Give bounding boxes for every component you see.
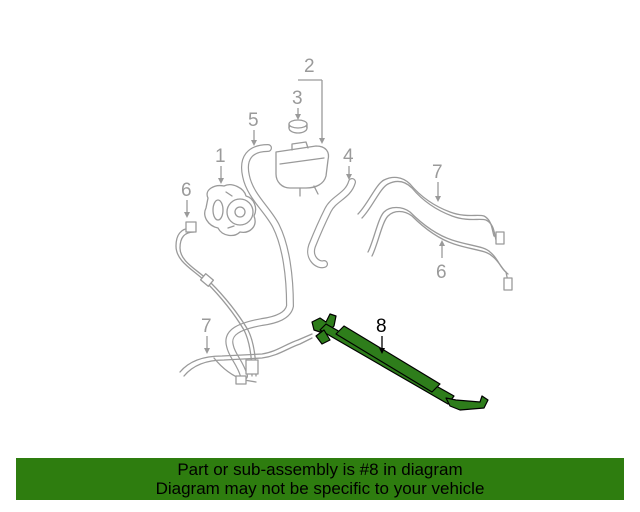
supply-hose[interactable] [225,144,295,380]
arrow-2 [319,138,325,144]
arrow-5 [251,140,257,146]
part-info-banner: Part or sub-assembly is #8 in diagram Di… [16,458,624,500]
callout-1: 1 [215,146,226,167]
callout-6-right: 6 [436,262,447,283]
banner-line-1: Part or sub-assembly is #8 in diagram [177,460,463,479]
callout-2: 2 [304,56,315,77]
power-steering-cooler[interactable] [311,313,489,411]
callout-7-top: 7 [432,162,443,183]
return-hose[interactable] [307,178,356,269]
callout-3: 3 [292,88,303,109]
arrow-6-right [439,240,445,246]
arrow-4 [346,174,352,180]
return-line-bottom[interactable] [179,333,313,385]
cooler-line-lower[interactable] [367,206,513,291]
callout-4: 4 [343,146,354,167]
arrow-3 [295,114,301,120]
callout-6-left: 6 [181,180,192,201]
banner-line-2: Diagram may not be specific to your vehi… [155,479,485,498]
fluid-reservoir[interactable] [275,141,330,197]
reservoir-cap[interactable] [288,119,308,134]
arrow-7-bottom [204,348,210,354]
arrow-6-left [184,212,190,218]
callout-7-bottom: 7 [201,316,212,337]
callout-5: 5 [248,110,259,131]
arrow-1 [218,178,224,184]
leader-2 [298,79,323,140]
callout-8: 8 [376,316,387,337]
cooler-line-upper[interactable] [357,176,505,245]
arrow-8 [379,348,385,354]
power-steering-pump[interactable] [204,184,257,237]
arrow-7-top [435,196,441,202]
pressure-line-left[interactable] [175,221,257,377]
